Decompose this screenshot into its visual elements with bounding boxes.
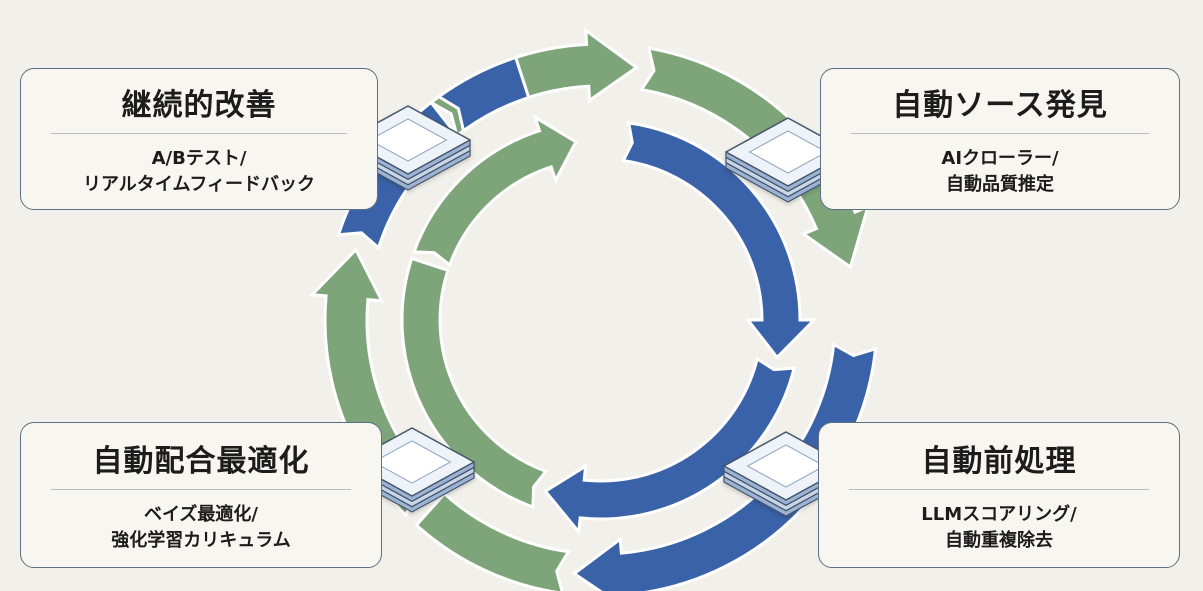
stage-card-auto-preprocessing: 自動前処理 LLMスコアリング/ 自動重複除去 — [818, 422, 1180, 568]
inner-arrow-green-top-left — [411, 114, 578, 268]
outer-arrow-segment — [571, 473, 809, 591]
outer-arrow-segment — [436, 55, 531, 134]
stage-detail-line: リアルタイムフィードバック — [82, 174, 316, 195]
card-divider — [849, 489, 1149, 490]
stage-card-auto-source-discovery: 自動ソース発見 AIクローラー/ 自動品質推定 — [820, 68, 1180, 210]
card-divider — [851, 133, 1149, 134]
outer-arrow-segment — [414, 491, 571, 591]
stage-detail-line: A/Bテスト/ — [151, 148, 247, 169]
stage-card-continuous-improvement: 継続的改善 A/Bテスト/ リアルタイムフィードバック — [20, 68, 378, 210]
stage-node — [723, 431, 849, 517]
stage-detail-line: AIクローラー/ — [941, 148, 1059, 169]
stage-detail-line: 自動重複除去 — [945, 530, 1053, 551]
stage-detail-line: ベイズ最適化/ — [143, 504, 259, 525]
stage-detail-line: 自動品質推定 — [946, 174, 1054, 195]
stage-title: 自動前処理 — [921, 444, 1077, 479]
card-divider — [51, 133, 347, 134]
card-divider — [51, 489, 351, 490]
inner-cycle-ring — [400, 114, 818, 536]
stage-card-auto-mixture-optimization: 自動配合最適化 ベイズ最適化/ 強化学習カリキュラム — [20, 422, 382, 568]
stage-detail-line: LLMスコアリング/ — [921, 504, 1077, 525]
stage-title: 自動配合最適化 — [92, 444, 310, 479]
stage-detail-line: 強化学習カリキュラム — [111, 530, 291, 551]
stage-title: 継続的改善 — [121, 88, 277, 123]
inner-arrow-blue-right — [621, 121, 818, 360]
stage-title: 自動ソース発見 — [892, 88, 1108, 123]
outer-arrow-segment — [639, 46, 871, 270]
